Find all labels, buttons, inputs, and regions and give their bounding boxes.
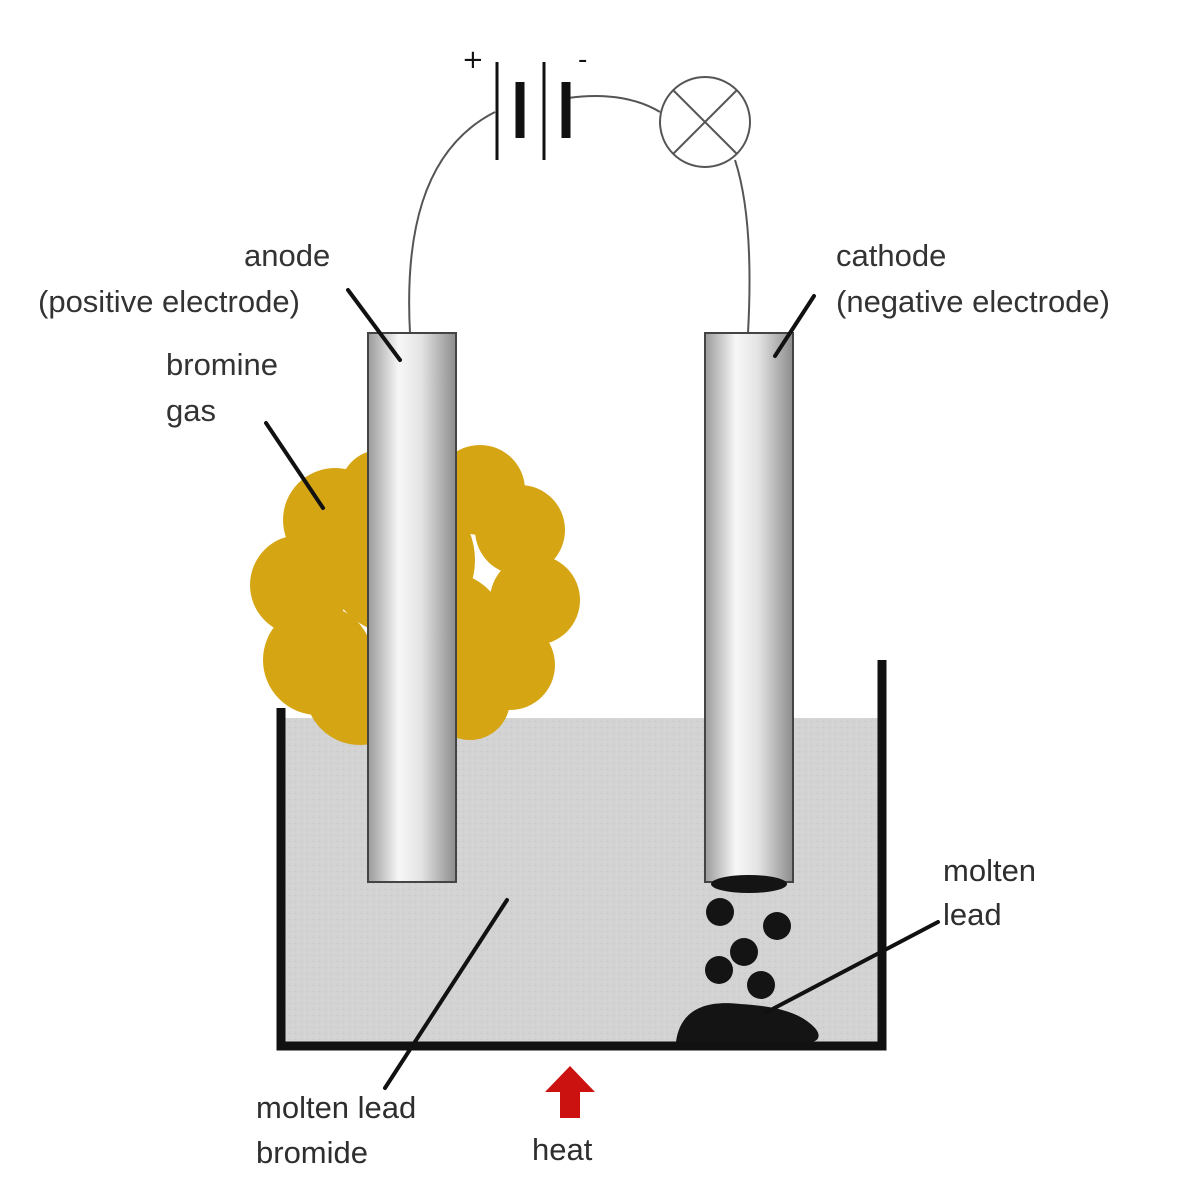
anode-electrode — [367, 332, 457, 883]
battery — [495, 62, 571, 160]
lead-deposit-cathode — [711, 875, 787, 893]
battery-positive-sign: + — [462, 45, 484, 75]
molten-lead-droplets — [705, 898, 791, 999]
container — [276, 660, 887, 1051]
electrolyte-label-line1: molten lead — [256, 1090, 416, 1125]
bromine-gas-label-line2: gas — [166, 393, 216, 428]
cathode-label: cathode — [836, 238, 946, 273]
cathode-electrode — [704, 332, 794, 883]
wire-right — [734, 159, 751, 334]
cathode-sublabel: (negative electrode) — [836, 284, 1110, 319]
battery-negative-sign: - — [578, 45, 587, 75]
wire-top — [567, 95, 661, 113]
wire-left — [408, 111, 496, 334]
label-pointers — [264, 288, 940, 1090]
molten-lead-label-line2: lead — [943, 897, 1002, 932]
electrolyte-label-line2: bromide — [256, 1135, 368, 1170]
anode-label: anode — [244, 238, 330, 273]
lamp-icon — [659, 76, 751, 168]
arrow-up-icon — [545, 1066, 595, 1118]
heat-label: heat — [532, 1132, 593, 1167]
bromine-gas-label-line1: bromine — [166, 347, 278, 382]
anode-sublabel: (positive electrode) — [38, 284, 300, 319]
molten-lead-label-line1: molten — [943, 853, 1036, 888]
molten-lead-pool — [676, 1003, 819, 1042]
